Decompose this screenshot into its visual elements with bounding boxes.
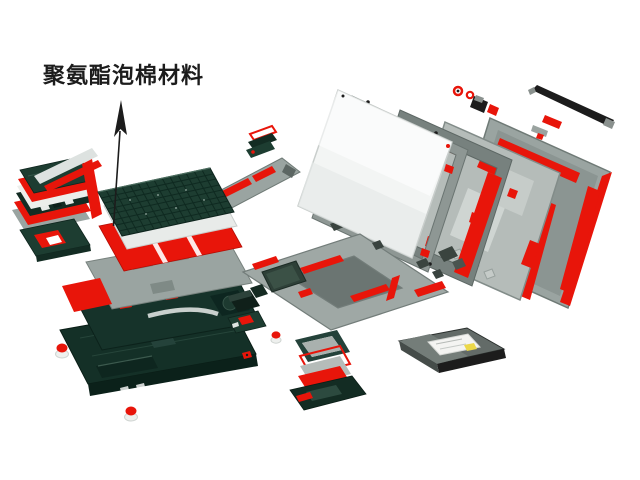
annotation-arrow bbox=[112, 100, 127, 227]
speaker-modules bbox=[228, 284, 268, 312]
battery-stack bbox=[12, 148, 102, 233]
lcd-panel bbox=[297, 88, 453, 260]
touchpad bbox=[261, 260, 307, 293]
hinge-rod bbox=[528, 85, 615, 140]
daughter-board bbox=[227, 310, 267, 334]
optical-drive bbox=[397, 327, 506, 373]
webcam-module bbox=[470, 95, 499, 116]
hard-drive-bracket bbox=[289, 375, 367, 411]
battery-door bbox=[19, 218, 91, 262]
drive-label bbox=[427, 333, 481, 356]
shield-foam-pad bbox=[62, 278, 112, 312]
annotation-label: 聚氨酯泡棉材料 bbox=[43, 63, 205, 88]
power-button-stack bbox=[246, 124, 278, 158]
rubber-feet bbox=[55, 331, 282, 422]
hinge-brackets bbox=[438, 246, 466, 270]
drive-sticker bbox=[464, 343, 477, 351]
foam-dot bbox=[242, 351, 252, 359]
screw-rings bbox=[452, 85, 475, 100]
palmrest bbox=[241, 233, 450, 331]
hard-drive-stack bbox=[289, 330, 367, 411]
